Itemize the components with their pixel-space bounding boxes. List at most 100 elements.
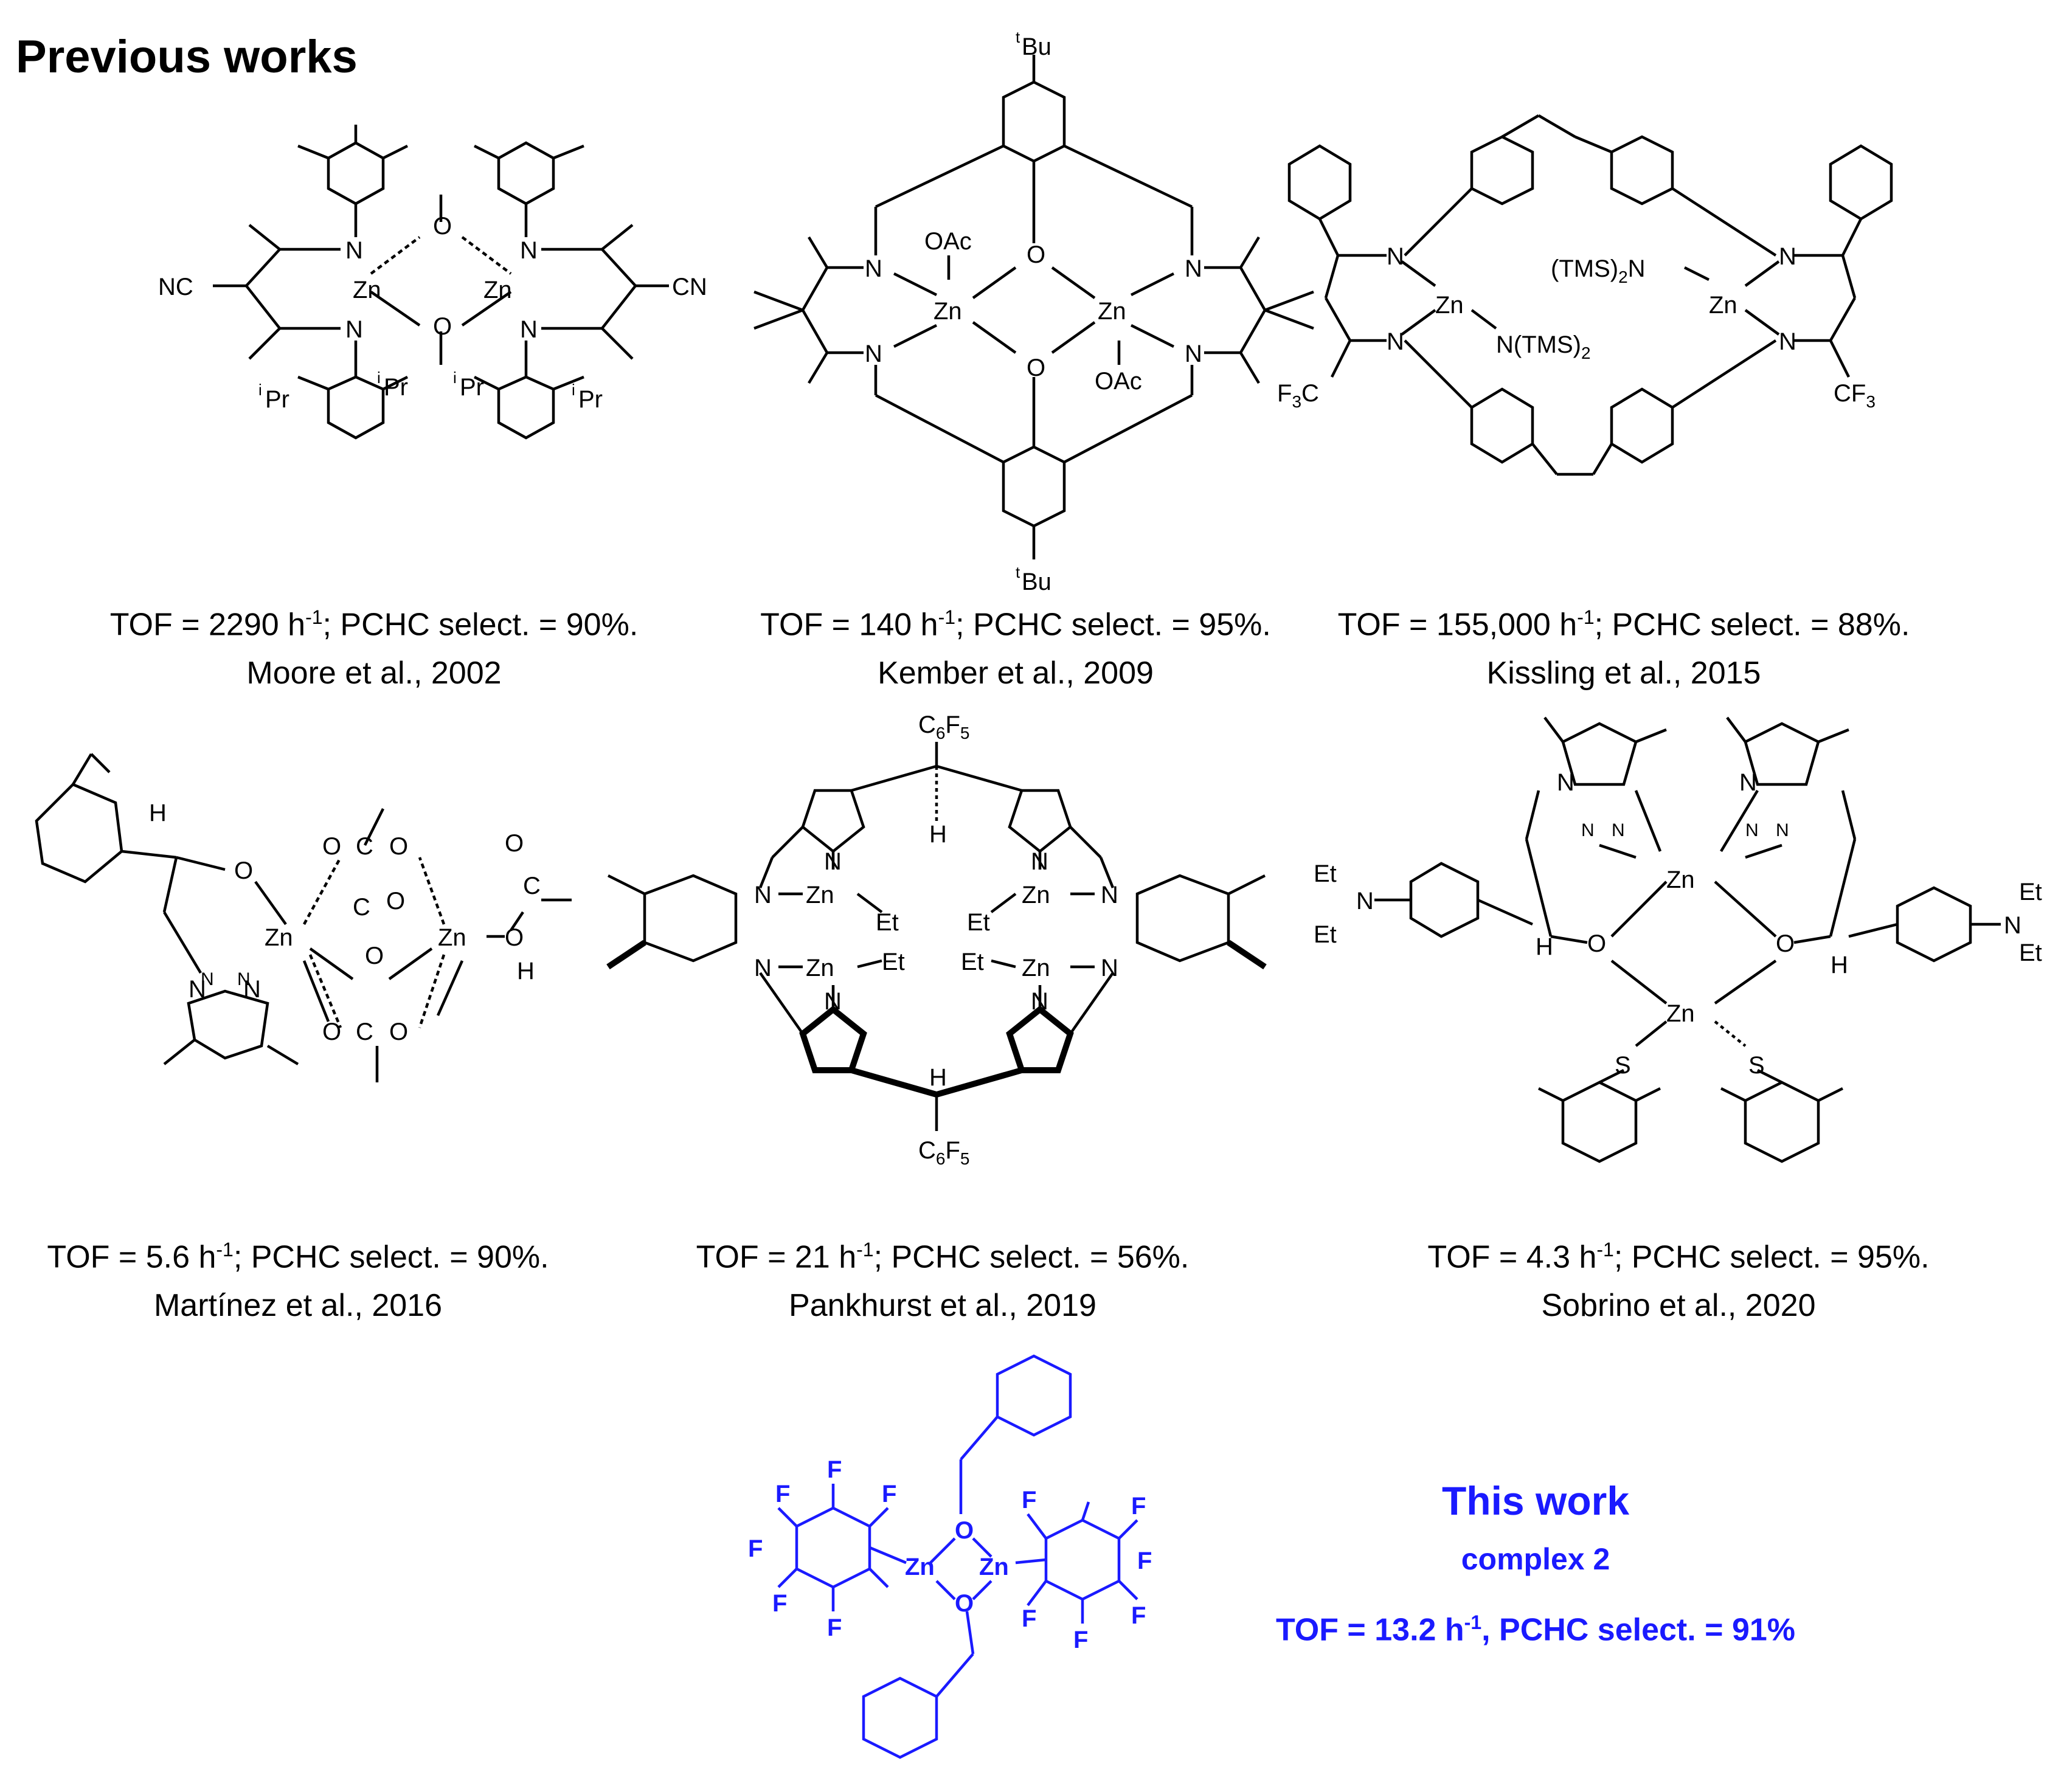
atom-N: N	[345, 316, 363, 343]
zn2o2-core	[929, 1537, 992, 1600]
pyrrole-top-right	[1008, 789, 1115, 888]
this-work-subtitle: complex 2	[1461, 1542, 1610, 1576]
structure-moore-2002: N N N N Zn Zn O O NC CN i Pr i Pr i Pr i…	[158, 125, 707, 440]
benzyl-top	[959, 1354, 1072, 1514]
atom-O: O	[389, 1019, 408, 1045]
atom-O: O	[322, 1019, 341, 1045]
structure-complex-2: O O Zn Zn F F F F F F F F F F F F	[748, 1354, 1152, 1759]
methoxide-bridges	[370, 195, 512, 365]
label-Et: Et	[2019, 879, 2042, 905]
atom-S: S	[1748, 1052, 1765, 1079]
atom-Zn: Zn	[265, 924, 293, 951]
label-iPr: Pr	[384, 374, 408, 401]
atom-C: C	[356, 1019, 373, 1045]
reference: Kissling et al., 2015	[1486, 656, 1761, 691]
atom-N: N	[2004, 912, 2021, 939]
atom-Zn: Zn	[1709, 292, 1737, 319]
superscript-i: i	[377, 368, 381, 387]
atom-O: O	[322, 833, 341, 860]
label-tBu: Bu	[1022, 569, 1051, 595]
zinc-core	[1550, 880, 1831, 1005]
atom-Zn: Zn	[1666, 867, 1695, 893]
atom-N: N	[1101, 955, 1118, 981]
aminophenyl-right	[1848, 886, 2001, 963]
page-heading: Previous works	[16, 31, 358, 83]
label-OAc: OAc	[1095, 368, 1142, 395]
atom-O: O	[1027, 241, 1045, 268]
label-tBu: Bu	[1022, 33, 1051, 60]
label-Et: Et	[967, 909, 990, 936]
atom-N: N	[201, 969, 214, 989]
atom-F: F	[1073, 1627, 1088, 1653]
atom-H: H	[1536, 933, 1553, 960]
aryl-ring-top-right	[473, 141, 584, 206]
tof-line: TOF = 21 h-1; PCHC select. = 56%.	[696, 1239, 1190, 1275]
atom-N: N	[1779, 328, 1796, 355]
label-NTMS2: N(TMS)2	[1496, 331, 1591, 362]
label-CN: CN	[672, 274, 707, 300]
benzyl-bottom	[862, 1611, 975, 1759]
pyrazole-top-right	[1726, 716, 1849, 786]
scorpionate-arms	[1525, 789, 1857, 937]
pinene-fragment	[35, 753, 177, 884]
atom-F: F	[748, 1535, 763, 1562]
label-iPr: Pr	[460, 374, 484, 401]
caption-pankhurst-2019: TOF = 21 h-1; PCHC select. = 56%. Pankhu…	[663, 1225, 1222, 1330]
atom-O: O	[389, 833, 408, 860]
atom-H: H	[929, 821, 947, 848]
aryl-ring-bottom-left	[297, 375, 409, 440]
atom-O: O	[433, 213, 452, 240]
atom-F: F	[1137, 1548, 1152, 1574]
structure-kissling-2015: N N N N Zn Zn N(TMS)2 (TMS)2N F3C CF3	[1277, 114, 1893, 476]
atom-N: N	[243, 976, 261, 1003]
atom-C: C	[353, 894, 370, 921]
structure-kember-2009: t Bu t Bu O O N N N N Zn Zn OAc OAc	[753, 28, 1314, 595]
atom-C: C	[523, 873, 541, 899]
macrocycle-amine-left	[753, 207, 878, 395]
caption-kissling-2015: TOF = 155,000 h-1; PCHC select. = 88%. K…	[1308, 593, 1940, 697]
atom-O: O	[955, 1590, 974, 1617]
superscript-i: i	[572, 381, 575, 399]
aryl-ring-bottom-right	[473, 375, 584, 440]
atom-Zn: Zn	[934, 298, 962, 325]
atom-F: F	[827, 1614, 842, 1641]
reference: Martínez et al., 2016	[153, 1288, 443, 1324]
atom-C: C	[356, 833, 373, 860]
caption-moore-2002: TOF = 2290 h-1; PCHC select. = 90%. Moor…	[55, 593, 693, 697]
aryl-ring-top-left	[297, 125, 409, 206]
ketiminate-left	[1324, 254, 1497, 378]
aminophenyl-left	[1374, 862, 1533, 938]
label-Et: Et	[1314, 860, 1337, 887]
this-work-tof: TOF = 13.2 h	[1275, 1612, 1464, 1648]
label-iPr: Pr	[578, 386, 603, 413]
reference: Moore et al., 2002	[246, 656, 502, 691]
linker-top	[1404, 114, 1777, 257]
diimine-aryl-left	[606, 874, 738, 970]
superscript-t: t	[1016, 28, 1020, 46]
atom-O: O	[433, 313, 452, 340]
reference: Sobrino et al., 2020	[1541, 1288, 1816, 1324]
atom-N: N	[754, 955, 772, 981]
this-work-result: TOF = 13.2 h-1, PCHC select. = 91%	[1216, 1611, 1855, 1648]
superscript-i: i	[258, 381, 262, 399]
label-C6F5: C6F5	[918, 1137, 969, 1168]
atom-O: O	[1776, 930, 1795, 957]
atom-F: F	[1131, 1493, 1146, 1520]
atom-N: N	[1185, 341, 1202, 367]
atom-O: O	[1587, 930, 1606, 957]
atom-Zn: Zn	[905, 1554, 935, 1580]
atom-Zn: Zn	[979, 1554, 1009, 1580]
atom-O: O	[1027, 355, 1045, 381]
this-work-title: This work	[1441, 1478, 1630, 1523]
tof-line: TOF = 155,000 h-1; PCHC select. = 88%.	[1337, 606, 1910, 643]
reference: Kember et al., 2009	[878, 656, 1154, 691]
zinc-core	[370, 236, 512, 275]
atom-H: H	[929, 1064, 947, 1091]
atom-N: N	[824, 988, 842, 1015]
macrocycle-amine-right	[1190, 207, 1314, 395]
atom-N: N	[1745, 820, 1759, 840]
structure-sobrino-2020: Zn Zn O O H H S S N N Et Et Et Et N N N …	[1314, 716, 2042, 1163]
c6f5-left	[777, 1484, 907, 1611]
atom-Zn: Zn	[438, 924, 466, 951]
c6f5-right	[1015, 1501, 1138, 1624]
